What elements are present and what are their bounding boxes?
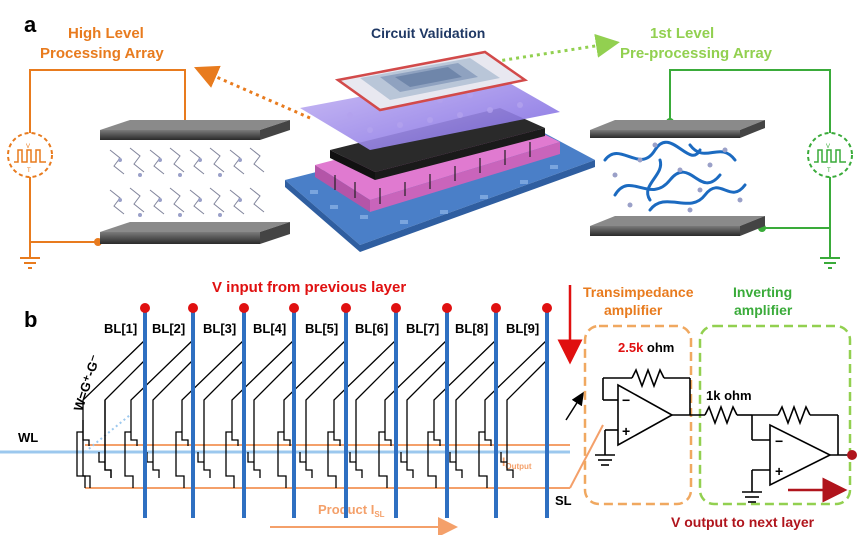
inv-feedback-resistor (777, 404, 811, 426)
inv-plus: + (775, 463, 783, 479)
tia-circuit (595, 367, 705, 466)
bitline-input-node (391, 303, 401, 313)
right-scope-t: T (827, 168, 831, 174)
bitline-input-node (341, 303, 351, 313)
right-title-line2: Pre-processing Array (620, 45, 773, 62)
left-title-line1: High Level (68, 25, 144, 42)
center-title: Circuit Validation (371, 25, 485, 41)
right-title-line1: 1st Level (650, 25, 714, 42)
inv-minus: − (775, 433, 783, 449)
bitline-label: BL[8] (455, 321, 488, 336)
tia-title-line1: Transimpedance (583, 284, 694, 300)
inv-title-line2: amplifier (734, 302, 793, 318)
bitline-label: BL[4] (253, 321, 286, 336)
memory-cell (378, 339, 448, 488)
bitline-input-node (542, 303, 552, 313)
chip-stack-illustration (285, 50, 595, 252)
tia-opamp (617, 383, 674, 447)
v-input-label: V input from previous layer (212, 279, 406, 296)
memory-cell (427, 339, 497, 488)
dotted-arrow-left (194, 65, 311, 120)
right-scope-icon (807, 132, 853, 178)
inv-opamp (769, 423, 832, 487)
tia-feedback-resistor (631, 367, 665, 389)
left-title-line2: Processing Array (40, 45, 164, 62)
memory-cell (82, 400, 112, 488)
right-device-illustration (590, 120, 765, 236)
panel-a-label: a (24, 12, 37, 37)
wl-dotted-line (84, 414, 131, 453)
r-feedback-label: 2.5k ohm (618, 340, 674, 355)
memory-cell (478, 339, 548, 488)
bitline-label: BL[6] (355, 321, 388, 336)
panel-b-label: b (24, 307, 37, 332)
left-scope-icon (7, 132, 53, 178)
memory-cell (327, 339, 397, 488)
bitline-input-node (188, 303, 198, 313)
bitline-label: BL[9] (506, 321, 539, 336)
bitline-label: BL[7] (406, 321, 439, 336)
inv-title-line1: Inverting (733, 284, 792, 300)
bitline-label: BL[2] (152, 321, 185, 336)
r-input-label: 1k ohm (706, 388, 752, 403)
left-scope-v: V (26, 144, 30, 150)
inv-circuit (704, 404, 850, 503)
bitline-input-node (442, 303, 452, 313)
tia-plus: + (622, 423, 630, 439)
product-label: Product ISL (318, 502, 385, 519)
bitline-label: BL[1] (104, 321, 137, 336)
memory-cell (175, 339, 245, 488)
tia-minus: − (622, 392, 630, 408)
memory-cell (225, 339, 295, 488)
bitline-label: BL[3] (203, 321, 236, 336)
right-circuit: V T (666, 69, 853, 269)
input-arrow (565, 391, 585, 421)
wl-label: WL (18, 430, 38, 445)
right-scope-v: V (826, 144, 830, 150)
sl-connect-line (569, 424, 604, 489)
bitline-input-node (491, 303, 501, 313)
bitline-input-node (289, 303, 299, 313)
weight-label: W=G⁺-G⁻ (71, 353, 103, 413)
bitline-input-node (239, 303, 249, 313)
memory-cell (124, 339, 194, 488)
left-device-illustration (100, 120, 290, 244)
bitline-label: BL[5] (305, 321, 338, 336)
left-scope-t: T (27, 168, 31, 174)
inv-input-resistor (704, 404, 738, 426)
tia-title-line2: amplifier (604, 302, 663, 318)
sl-label: SL (555, 493, 572, 508)
memory-cell (277, 339, 347, 488)
v-output-label: V output to next layer (671, 514, 815, 530)
bitline-input-node (140, 303, 150, 313)
output-node (847, 450, 857, 460)
crossbar-array: BL[1] BL[2] BL[3] BL[4] BL[5] BL[6] BL[7] BL[8]… (76, 303, 552, 518)
